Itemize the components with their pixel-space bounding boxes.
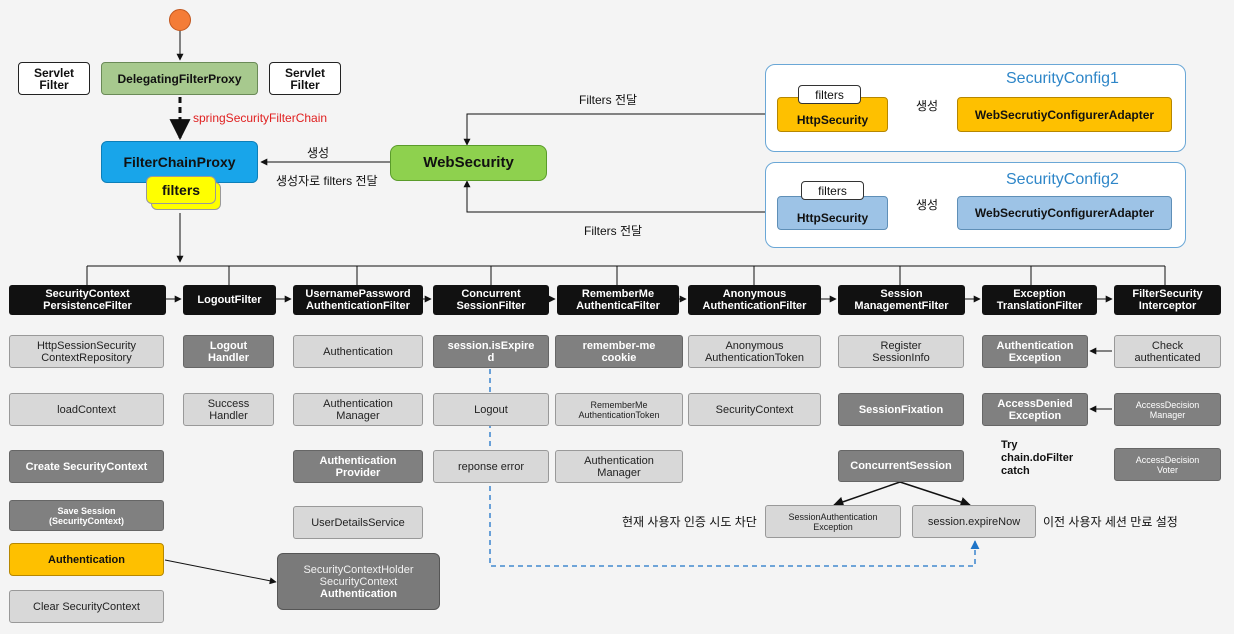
session-is-expired: session.isExpire d [433,335,549,368]
filter-anonymous: Anonymous AuthenticationFilter [688,285,821,315]
user-details-service: UserDetailsService [293,506,423,539]
delegating-filter-proxy: DelegatingFilterProxy [101,62,258,95]
remember-auth-manager: Authentication Manager [555,450,683,483]
spring-security-filter-chain-label: springSecurityFilterChain [193,111,328,125]
anonymous-security-context: SecurityContext [688,393,821,426]
config1-create-label: 생성 [916,99,939,113]
filter-session-management: Session ManagementFilter [838,285,965,315]
save-session: Save Session (SecurityContext) [9,500,164,531]
holder-line2: SecurityContext [319,575,398,588]
auth-manager: Authentication Manager [293,393,423,426]
create-security-context: Create SecurityContext [9,450,164,483]
check-authenticated: Check authenticated [1114,335,1221,368]
expire-previous-session-note: 이전 사용자 세션 만료 설정 [1043,515,1178,529]
servlet-filter-left: Servlet Filter [18,62,90,95]
start-node [169,9,191,31]
filter-username-password: UsernamePassword AuthenticationFilter [293,285,423,315]
expire-dashed-link [489,369,980,567]
filter-logout: LogoutFilter [183,285,276,315]
config1-transfer-arrow [463,113,777,146]
config2-http-security: HttpSecurity [777,196,888,230]
remember-me-token: RememberMe AuthenticationToken [555,393,683,426]
config2-adapter: WebSecrutiyConfigurerAdapter [957,196,1172,230]
authentication-exception: Authentication Exception [982,335,1088,368]
http-session-security-context-repository: HttpSessionSecurity ContextRepository [9,335,164,368]
pass-filters-label: 생성자로 filters 전달 [276,174,378,188]
load-context: loadContext [9,393,164,426]
session-fixation: SessionFixation [838,393,964,426]
success-handler: Success Handler [183,393,274,426]
logout-handler: Logout Handler [183,335,274,368]
security-config1-title: SecurityConfig1 [1006,70,1119,87]
register-session-info: Register SessionInfo [838,335,964,368]
holder-line3: Authentication [320,587,397,600]
concurrent-logout: Logout [433,393,549,426]
clear-security-context: Clear SecurityContext [9,590,164,623]
remember-me-cookie: remember-me cookie [555,335,683,368]
filter-security-context-persistence: SecurityContext PersistenceFilter [9,285,166,315]
web-security: WebSecurity [390,145,547,181]
servlet-filter-right: Servlet Filter [269,62,341,95]
auth-authentication: Authentication [293,335,423,368]
access-denied-exception: AccessDenied Exception [982,393,1088,426]
filters-stack: filters [146,176,216,204]
filter-security-interceptor: FilterSecurity Interceptor [1114,285,1221,315]
config1-transfer-label: Filters 전달 [579,93,638,107]
block-current-user-note: 현재 사용자 인증 시도 차단 [622,515,757,529]
filter-remember-me: RememberMe AuthenticaFilter [557,285,679,315]
filter-concurrent-session: Concurrent SessionFilter [433,285,549,315]
security-context-holder: SecurityContextHolder SecurityContext Au… [277,553,440,610]
anonymous-token: Anonymous AuthenticationToken [688,335,821,368]
config2-create-label: 생성 [916,198,939,212]
session-authentication-exception: SessionAuthentication Exception [765,505,901,538]
config1-filters-tag: filters [798,85,861,104]
filter-exception-translation: Exception TranslationFilter [982,285,1097,315]
auth-holder-arrow [164,559,277,585]
config2-filters-tag: filters [801,181,864,200]
session-expire-now: session.expireNow [912,505,1036,538]
config2-transfer-arrow [463,180,777,213]
response-error: reponse error [433,450,549,483]
try-chain-do-filter-note: Try chain.doFilter catch [1001,439,1074,477]
concurrent-session: ConcurrentSession [838,450,964,482]
persistence-authentication: Authentication [9,543,164,576]
config2-transfer-label: Filters 전달 [584,224,643,238]
security-config2-title: SecurityConfig2 [1006,171,1119,188]
access-decision-manager: AccessDecision Manager [1114,393,1221,426]
auth-provider: Authentication Provider [293,450,423,483]
config1-adapter: WebSecrutiyConfigurerAdapter [957,97,1172,132]
holder-line1: SecurityContextHolder [303,563,414,576]
create-label: 생성 [307,146,330,160]
access-decision-voter: AccessDecision Voter [1114,448,1221,481]
